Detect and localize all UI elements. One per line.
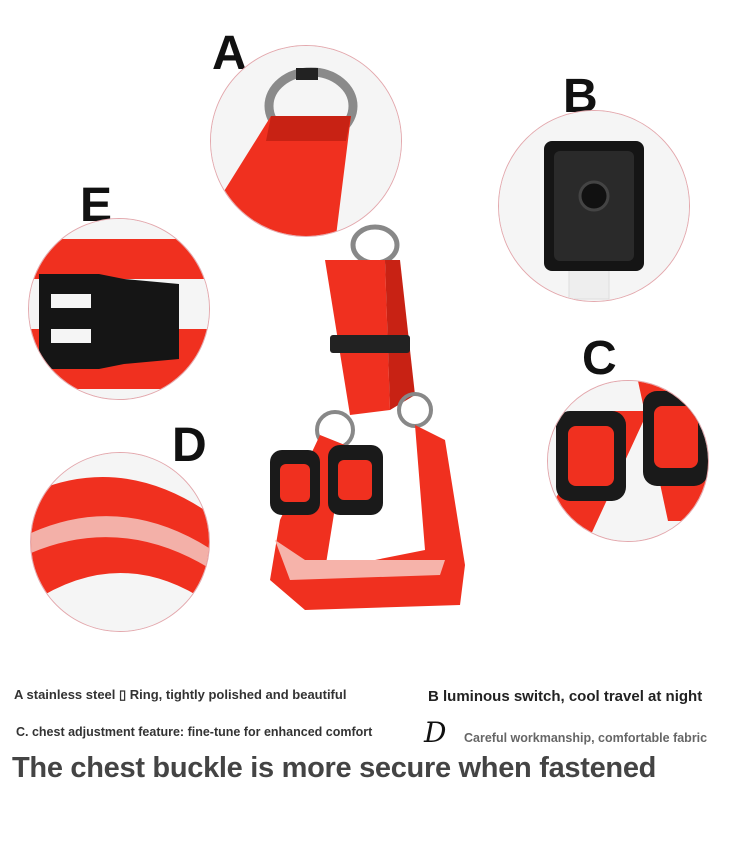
- detail-ring-image: [210, 45, 402, 237]
- caption-ring: A stainless steel ▯ Ring, tightly polish…: [14, 687, 347, 702]
- harness-image: [270, 224, 465, 610]
- label-c: C: [582, 332, 617, 385]
- detail-switch-image: [498, 110, 690, 302]
- headline: The chest buckle is more secure when fas…: [12, 752, 657, 784]
- detail-buckle-image: [28, 218, 210, 400]
- detail-adjuster-image: [547, 380, 709, 542]
- caption-adjuster: C. chest adjustment feature: fine-tune f…: [16, 725, 373, 739]
- caption-fabric: Careful workmanship, comfortable fabric: [464, 731, 708, 745]
- caption-fabric-letter: D: [424, 716, 447, 749]
- caption-switch: B luminous switch, cool travel at night: [428, 688, 703, 705]
- label-d: D: [172, 419, 207, 472]
- detail-fabric-image: [30, 452, 210, 632]
